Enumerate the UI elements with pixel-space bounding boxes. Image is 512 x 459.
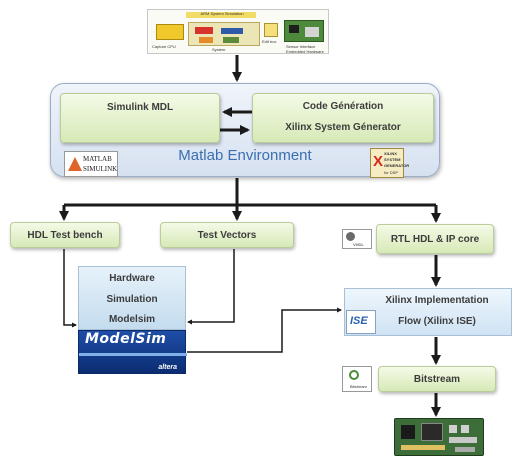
sysgen-xilinx-text: XILINX (384, 151, 397, 156)
green-board (284, 20, 324, 42)
cpu-chip (156, 24, 184, 40)
bitstream-file-icon: Bitstream (342, 366, 372, 392)
arrow-test-vectors-to-modelsim (186, 249, 235, 325)
matlab-membrane-icon (68, 157, 82, 171)
fpga-board-image (394, 418, 484, 456)
bitstream-gear-icon (349, 370, 359, 380)
simulation-label: Simulation (106, 294, 158, 305)
system-block (188, 22, 260, 46)
edit-box (264, 23, 278, 37)
sysgen-generator-text: GENERATOR (384, 163, 410, 168)
hardware-simulation-panel: Hardware Simulation Modelsim (78, 266, 186, 330)
code-generation-label: Code Génération (302, 101, 384, 112)
cpu-caption: Capture CPU (152, 44, 176, 49)
system-title: ARM System Simulation (200, 11, 244, 16)
test-vectors-box: Test Vectors (160, 222, 294, 248)
arrow-modelsim-to-xilinx-impl (187, 307, 343, 353)
simulink-text: SIMULINK (83, 165, 118, 173)
modelsim-label: Modelsim (108, 314, 156, 325)
vhdl-icon-text: VHDL (353, 242, 364, 247)
board-caption-2: Embedded Hardware (286, 49, 324, 54)
hardware-label: Hardware (109, 273, 155, 284)
rtl-hdl-label: RTL HDL & IP core (390, 233, 480, 245)
bitstream-icon-text: Bitstream (350, 384, 367, 389)
modelsim-swoosh (79, 353, 187, 356)
system-header-bar (186, 12, 256, 18)
sysgen-dsp-text: for DSP (384, 170, 399, 175)
system-board-image: ARM System Simulation Capture CPU System… (147, 9, 329, 54)
system-generator-logo: X XILINX SYSTEM GENERATOR for DSP (370, 148, 409, 178)
code-generation-box: Code Génération Xilinx System Génerator (252, 93, 434, 143)
simulink-mdl-box: Simulink MDL (60, 93, 220, 143)
hdl-test-bench-label: HDL Test bench (27, 229, 103, 241)
sysgen-x-icon: X (373, 153, 384, 170)
matlab-environment-title: Matlab Environment (178, 147, 312, 164)
matlab-text: MATLAB (83, 155, 112, 163)
xilinx-impl-line-2: Flow (Xilinx ISE) (398, 316, 476, 327)
bitstream-box: Bitstream (378, 366, 496, 392)
modelsim-logo-text: ModelSim (85, 331, 167, 347)
vhdl-globe-icon (346, 232, 355, 241)
arrow-hdl-bench-to-modelsim (63, 249, 78, 328)
board-caption-1: Sensor Interface (286, 44, 316, 49)
rtl-hdl-box: RTL HDL & IP core (376, 224, 494, 254)
hdl-test-bench-box: HDL Test bench (10, 222, 120, 248)
ise-logo: ISE (346, 310, 376, 334)
edit-caption: Edit box (262, 39, 277, 44)
xilinx-impl-line-1: Xilinx Implementation (385, 295, 489, 306)
simulink-mdl-label: Simulink MDL (107, 102, 174, 113)
modelsim-logo-box: ModelSim altera (78, 330, 187, 374)
sysgen-system-text: SYSTEM (384, 157, 401, 162)
system-caption: System (212, 47, 226, 52)
altera-brand: altera (158, 364, 177, 371)
vhdl-icon: VHDL (342, 229, 372, 249)
xilinx-sysgen-label: Xilinx System Génerator (285, 122, 401, 133)
ise-logo-text: ISE (350, 315, 368, 327)
matlab-simulink-logo: MATLAB SIMULINK (64, 151, 118, 177)
test-vectors-label: Test Vectors (197, 229, 257, 241)
bitstream-label: Bitstream (413, 373, 461, 385)
